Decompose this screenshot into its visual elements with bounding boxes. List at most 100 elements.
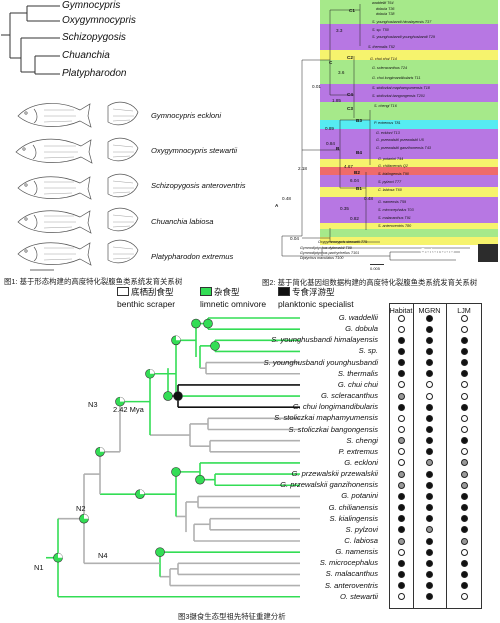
- ancestral-state-pie: [195, 474, 205, 485]
- tr-node-value: 0.48: [282, 196, 291, 201]
- ancestral-state-pie: [155, 547, 165, 557]
- trait-dot: [461, 559, 468, 567]
- ancestral-state-pie: [53, 552, 63, 563]
- tree-tip-label: S. microcephalus: [319, 558, 378, 568]
- band-red: [320, 167, 498, 175]
- tree-tip-label: G. scleracanthus: [321, 391, 378, 401]
- trait-dot: [461, 392, 468, 400]
- tr-tip: S. stoliczkai maphamyumensis T18: [372, 86, 430, 90]
- tree-tip-label: S. thermalis: [337, 368, 378, 378]
- outgroup-band: [478, 244, 498, 262]
- tr-tip: G. przewalskii przewalskii U5: [376, 138, 424, 142]
- tr-tip: S. pylzovi T77: [378, 180, 402, 184]
- tr-node-b1: B1: [356, 186, 362, 191]
- trait-table-frame: [389, 303, 482, 609]
- band-green-2: [320, 60, 498, 84]
- tr-tip: Diptychus maculatus T100: [300, 256, 344, 260]
- trait-dot: [426, 414, 433, 422]
- trait-dot: [398, 359, 405, 367]
- trait-dot: [426, 403, 433, 411]
- ancestral-state-pie: [79, 513, 89, 524]
- tr-tip: S. kialingensis T90: [378, 172, 409, 176]
- tr-tip: S. malacanthus T91: [378, 216, 411, 220]
- trait-table-divider: [413, 303, 414, 609]
- tree-tip-label: S. chengi: [346, 435, 378, 445]
- trait-dot: [426, 570, 433, 578]
- tr-tip: G. scleracanthus T24: [372, 66, 408, 70]
- tree-tip-label: G. chilianensis: [328, 502, 378, 512]
- tree-tip-label: S. malacanthus: [325, 569, 378, 579]
- fish-drawing-4-icon: [17, 207, 139, 234]
- genomic-tree-branches: [281, 4, 470, 261]
- trait-dot: [398, 392, 405, 400]
- trait-dot: [461, 370, 468, 378]
- trait-dot: [398, 403, 405, 411]
- tr-node-c: C: [329, 60, 333, 65]
- node-label-n2: N2: [76, 504, 86, 513]
- tree-tip-label: S. pylzovi: [345, 524, 379, 534]
- trait-dot: [426, 504, 433, 512]
- trait-dot: [426, 515, 433, 523]
- tree-tip-label: G. chui longimandibularis: [292, 402, 378, 412]
- tree-tip-label: P. extremus: [338, 446, 378, 456]
- ancestral-state-pie: [171, 335, 181, 346]
- tree-tip-label: S. stoliczkai maphamyumensis: [274, 413, 378, 423]
- tr-node-value: 0.04: [290, 236, 299, 241]
- trait-dot: [461, 359, 468, 367]
- tr-tip: dobula T36: [376, 7, 395, 11]
- ancestral-state-pie: [203, 318, 213, 329]
- trait-dot: [461, 414, 468, 422]
- tree-tip-label: S. kialingensis: [329, 513, 378, 523]
- trait-dot: [398, 448, 405, 456]
- tr-tip: Gymnodiptychus pachycheilus T101: [300, 251, 360, 255]
- trait-dot: [426, 437, 433, 445]
- tree-tip-label: S. stoliczkai bangongensis: [288, 424, 379, 434]
- trait-dot: [461, 504, 468, 512]
- trait-dot: [426, 448, 433, 456]
- ancestral-state-pie: [171, 467, 181, 477]
- legend-en-planktonic: planktonic specialist: [278, 299, 354, 309]
- ancestral-state-pie: [191, 318, 201, 329]
- trait-table-divider: [446, 303, 447, 609]
- tr-tip: S. younghusbandi younghusbandi T29: [372, 35, 435, 39]
- tr-node-b3: B3: [356, 118, 362, 123]
- trait-dot: [398, 347, 405, 355]
- fish-drawing-5-icon: [17, 239, 139, 266]
- tr-tip: G. przewalskii ganzihonensis T43: [376, 146, 431, 150]
- trait-dot: [461, 570, 468, 578]
- band-purple-5: [320, 197, 498, 223]
- node-label-n1: N1: [34, 563, 44, 572]
- morph-tip-schizopygosis: Schizopygosis: [62, 32, 126, 43]
- tr-tip: S. anteroventris T80: [378, 224, 412, 228]
- scale-label: 0.005: [370, 266, 381, 271]
- trait-dot: [461, 526, 468, 534]
- fish-drawing-3-icon: [17, 173, 139, 200]
- trait-dot: [426, 325, 433, 333]
- tr-node-value: 0.01: [312, 84, 321, 89]
- tr-node-value: 2.18: [298, 166, 307, 171]
- tr-tip: G. eckloni T13: [376, 131, 400, 135]
- ancestral-state-pie: [145, 368, 155, 379]
- ancestral-state-pie: [135, 489, 145, 499]
- trait-dot: [461, 448, 468, 456]
- trait-dot: [426, 336, 433, 344]
- trait-dot: [461, 515, 468, 523]
- tr-node-a: A: [275, 203, 279, 208]
- col-ljm: LJM: [457, 306, 471, 315]
- tr-tip: G. namensis T59: [378, 200, 407, 204]
- tr-tip: Gymnodiptychus dybowskii T99: [300, 246, 352, 250]
- band-cyan: [320, 120, 498, 129]
- trait-dot: [426, 426, 433, 433]
- trait-dot: [398, 381, 405, 389]
- trait-dot: [426, 548, 433, 556]
- tr-tip: S. stoliczkai bangongensis T201: [372, 94, 425, 98]
- trait-dot: [398, 570, 405, 578]
- trait-dot: [398, 336, 405, 344]
- tr-node-b: B: [336, 146, 340, 151]
- legend-swatch-omnivore: [200, 287, 212, 296]
- tr-node-c3: C3: [347, 106, 353, 111]
- trait-dot: [398, 437, 405, 445]
- trait-dot: [398, 470, 405, 478]
- trait-dot: [426, 537, 433, 545]
- fish-label-2: Oxygymnocypris stewartii: [151, 146, 238, 155]
